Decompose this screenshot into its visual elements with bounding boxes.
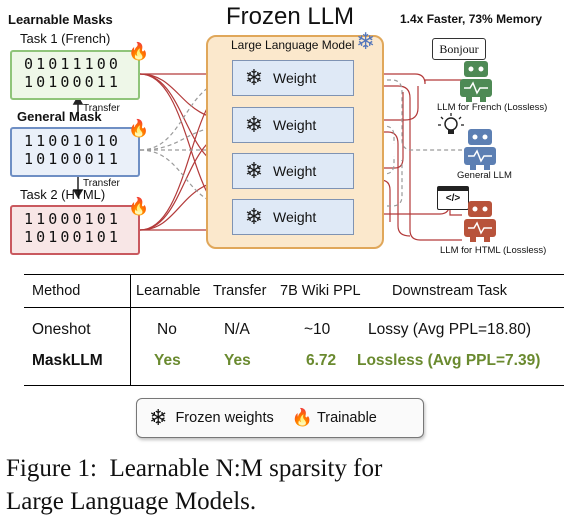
weight-block: ❄ Weight [232,199,354,235]
output-label: LLM for HTML (Lossless) [440,245,547,256]
mask-bits-row: 11001010 [24,132,122,150]
table-header: Learnable [136,283,201,299]
table-cell: 6.72 [306,352,337,369]
table-cell: Oneshot [32,321,91,338]
snowflake-icon: ❄ [149,405,168,430]
mask-title: Task 1 (French) [20,31,111,46]
mask-title: Task 2 (HTML) [20,187,106,202]
flame-icon: 🔥 [291,408,313,427]
table-cell: MaskLLM [32,352,103,369]
table-header: Method [32,283,81,299]
mask-bits-row: 11000101 [24,210,122,228]
table-header: Downstream Task [392,283,507,299]
table-cell: Lossless (Avg PPL=7.39) [357,352,541,369]
mask-title: General Mask [17,109,102,124]
weight-block: ❄ Weight [232,153,354,189]
transfer-label: Transfer [83,103,120,114]
table-cell: Lossy (Avg PPL=18.80) [368,321,531,338]
figure-caption-line: Figure 1: Learnable N:M sparsity for [6,455,383,482]
table-cell: No [157,321,177,338]
learnable-masks-title: Learnable Masks [8,12,113,27]
flame-icon: 🔥 [128,119,150,138]
table-cell: ~10 [304,321,331,338]
robot-code-icon [464,201,496,242]
legend-trainable-label: Trainable [316,410,377,426]
weight-label: Weight [273,163,317,179]
llm-box-label: Large Language Model [231,38,355,52]
mask-bits-row: 10100101 [24,228,122,246]
speech-bubble-text: Bonjour [439,42,479,56]
speed-note: 1.4x Faster, 73% Memory [400,12,543,26]
weight-block: ❄ Weight [232,107,354,143]
snowflake-icon: ❄ [244,112,264,137]
weight-label: Weight [273,209,317,225]
output-label: LLM for French (Lossless) [437,102,548,113]
table-header-rule [24,307,564,308]
frozen-llm-title: Frozen LLM [226,3,355,30]
table-column-divider [130,274,131,386]
table-top-rule [24,274,564,275]
snowflake-icon: ❄ [244,158,264,183]
weight-block: ❄ Weight [232,60,354,96]
figure-caption-line: Large Language Models. [6,488,257,515]
legend-box: ❄ Frozen weights 🔥 Trainable [136,398,424,438]
code-window-icon: </> [437,186,469,210]
weight-label: Weight [273,117,317,133]
speech-bubble: Bonjour [432,38,486,60]
table-cell: Yes [224,352,251,369]
transfer-label: Transfer [83,178,120,189]
lightbulb-icon [438,113,464,134]
snowflake-icon: ❄ [244,65,264,90]
mask-bits-row: 10100011 [24,73,122,91]
mask-bits-row: 10100011 [24,150,122,168]
table-header: Transfer [213,283,267,299]
table-bottom-rule [24,385,564,386]
mask-box-general [10,127,140,177]
snowflake-icon: ❄ [244,204,264,229]
results-table: Method Learnable Transfer 7B Wiki PPL Do… [24,274,564,386]
flame-icon: 🔥 [128,42,150,61]
flame-icon: 🔥 [128,197,150,216]
robot-speech-icon [460,61,492,102]
table-cell: Yes [154,352,181,369]
weight-label: Weight [273,70,317,86]
mask-bits-row: 01011100 [24,55,122,73]
snowflake-icon: ❄ [356,28,376,54]
code-window-text: </> [445,193,461,204]
table-cell: N/A [224,321,250,338]
mask-box-html [10,205,140,255]
robot-lightbulb-icon [464,129,496,170]
legend-frozen-label: Frozen weights [175,410,274,426]
mask-box-french [10,50,140,100]
output-label: General LLM [457,170,512,181]
table-header: 7B Wiki PPL [280,283,361,299]
